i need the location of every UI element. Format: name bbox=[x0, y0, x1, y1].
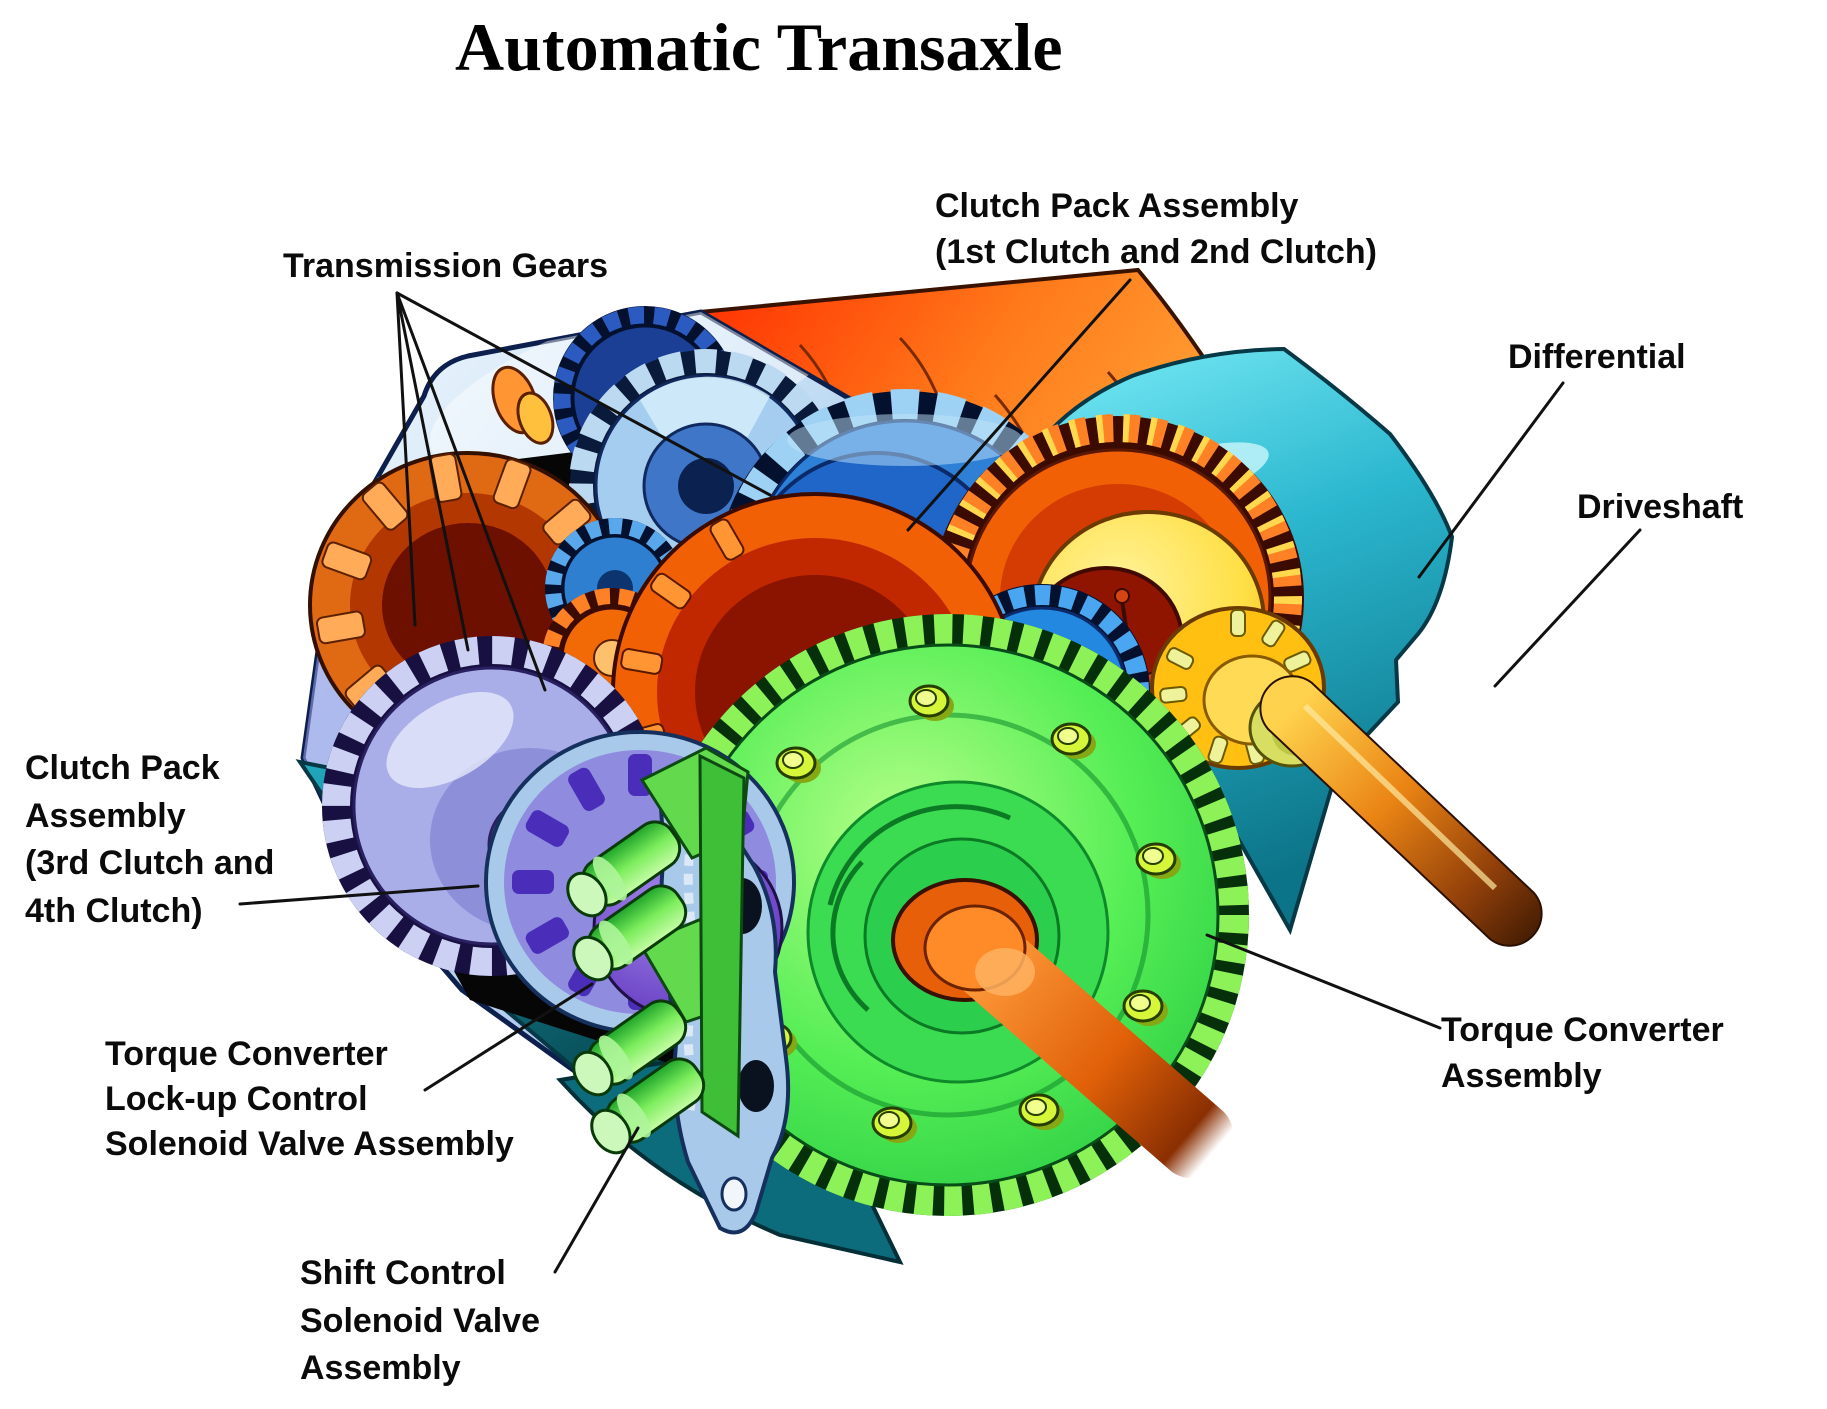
leader-clutch-pack-1-2 bbox=[906, 278, 1132, 532]
leader-lines bbox=[238, 278, 1642, 1274]
shift-solenoid-1 bbox=[572, 999, 688, 1097]
leader-clutch-pack-3-4 bbox=[238, 884, 480, 906]
leader-driveshaft bbox=[1493, 528, 1642, 688]
leader-transmission-gears-1 bbox=[395, 291, 417, 627]
label-driveshaft: Driveshaft bbox=[1577, 488, 1744, 526]
leader-transmission-gears-4 bbox=[395, 291, 772, 497]
label-clutch-pack-1-2: Clutch Pack Assembly (1st Clutch and 2nd… bbox=[935, 187, 1377, 272]
leader-torque-converter bbox=[1205, 933, 1442, 1030]
leader-differential bbox=[1417, 381, 1565, 579]
leader-transmission-gears-3 bbox=[395, 291, 547, 692]
leader-transmission-gears-2 bbox=[395, 291, 470, 652]
label-torque-converter: Torque Converter Assembly bbox=[1441, 1011, 1724, 1095]
label-shift-solenoid: Shift Control Solenoid Valve Assembly bbox=[300, 1254, 540, 1388]
leader-shift-solenoid bbox=[553, 1126, 640, 1274]
label-lockup-solenoid: Torque Converter Lock-up Control Solenoi… bbox=[105, 1035, 514, 1163]
leader-lockup-solenoid bbox=[423, 982, 594, 1092]
shift-solenoid-2 bbox=[590, 1057, 706, 1155]
driveshaft-illustration bbox=[1259, 675, 1543, 947]
lockup-solenoid-2 bbox=[572, 884, 688, 982]
lockup-solenoid-1 bbox=[566, 820, 682, 918]
label-transmission-gears: Transmission Gears bbox=[283, 247, 609, 285]
page-title: Automatic Transaxle bbox=[455, 9, 1063, 85]
solenoid-valves-illustration bbox=[566, 746, 750, 1155]
label-clutch-pack-3-4: Clutch Pack Assembly (3rd Clutch and 4th… bbox=[25, 749, 275, 930]
label-differential: Differential bbox=[1508, 338, 1686, 376]
